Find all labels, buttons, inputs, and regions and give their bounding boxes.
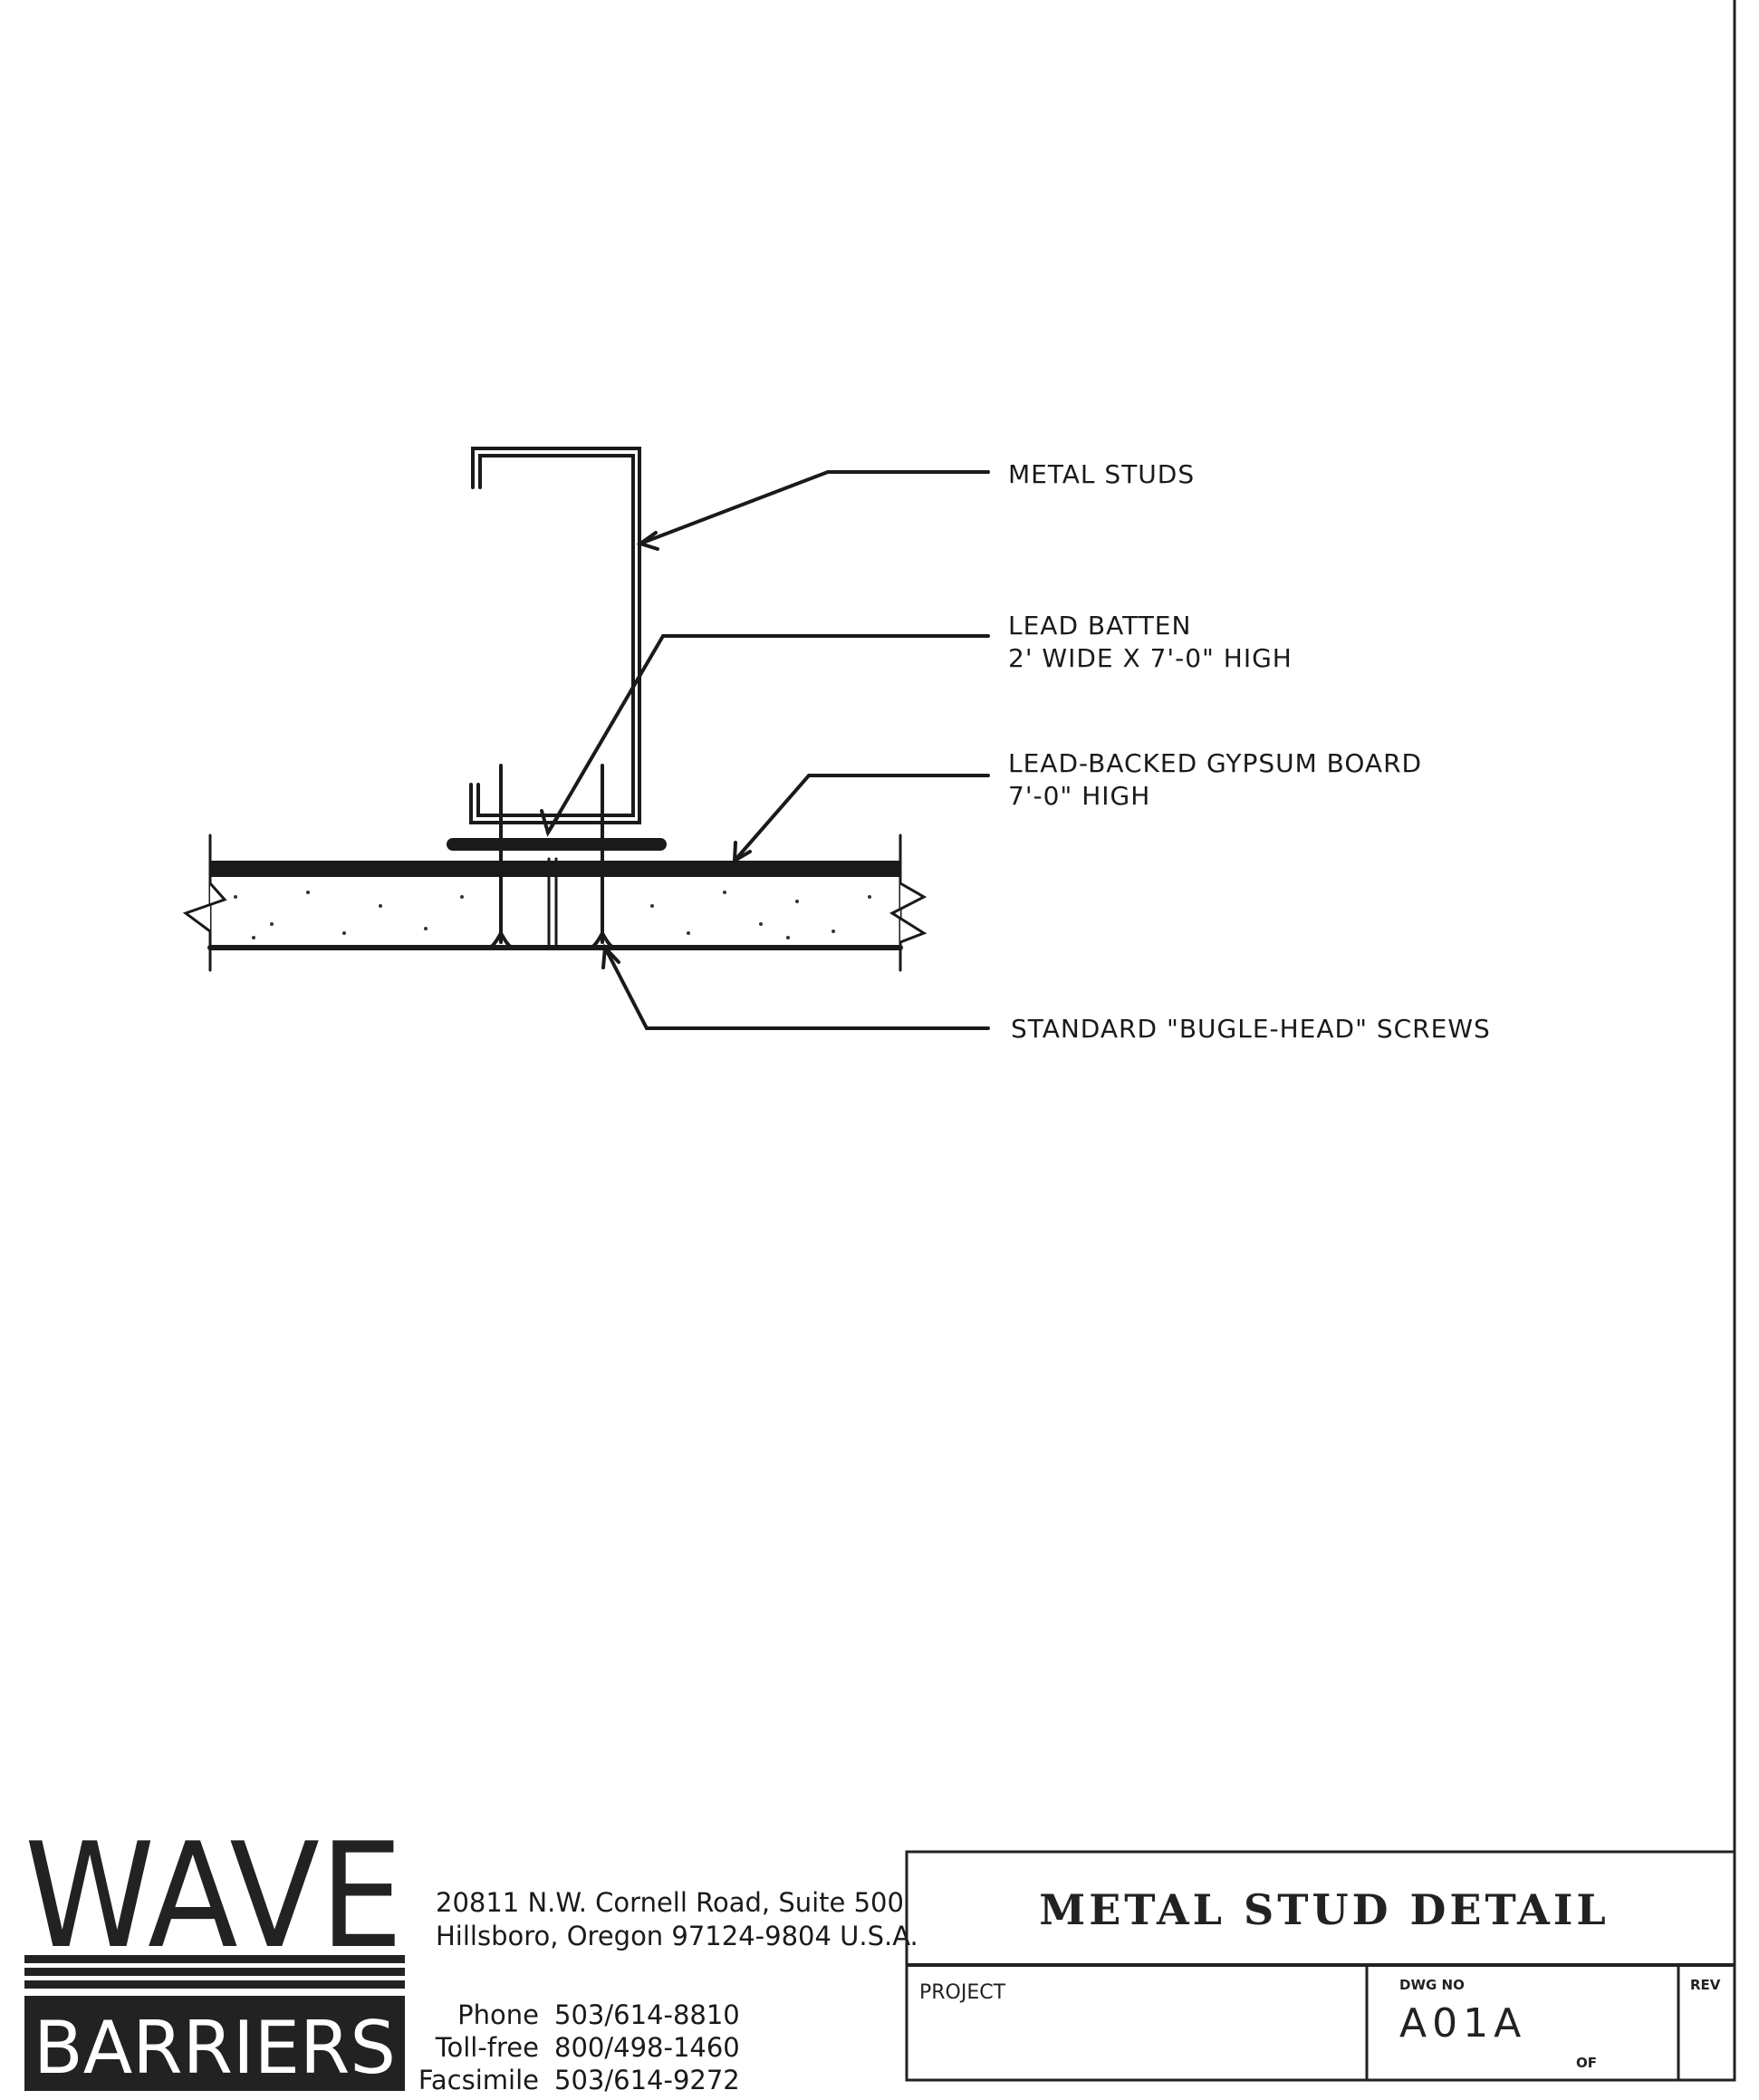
fax-number: 503/614-9272 — [554, 2065, 740, 2095]
logo-barriers-band — [24, 1996, 405, 2091]
callout-lead-batten-size: 2' WIDE X 7'-0" HIGH — [1008, 643, 1293, 673]
project-label: PROJECT — [919, 1981, 1006, 2004]
callout-lead-batten: LEAD BATTEN — [1008, 611, 1191, 641]
leader-metal-studs — [639, 470, 990, 545]
of-label: OF — [1576, 2055, 1597, 2071]
callout-screws: STANDARD "BUGLE-HEAD" SCREWS — [1011, 1014, 1491, 1044]
drawing-title: METAL STUD DETAIL — [1039, 1885, 1609, 1934]
dwg-no-label: DWG NO — [1399, 1977, 1465, 1993]
address-line-1: 20811 N.W. Cornell Road, Suite 500 — [436, 1887, 904, 1918]
address-line-2: Hillsboro, Oregon 97124-9804 U.S.A. — [436, 1921, 918, 1951]
fax-label: Facsimile — [418, 2065, 539, 2095]
title-block — [905, 1850, 1736, 2082]
metal-stud — [469, 447, 641, 824]
lead-batten — [447, 838, 667, 851]
rev-label: REV — [1690, 1977, 1721, 1993]
screw-right — [589, 764, 616, 949]
callout-gypsum-board: LEAD-BACKED GYPSUM BOARD — [1008, 748, 1422, 778]
logo-stripe — [24, 1980, 405, 1989]
tollfree-label: Toll-free — [435, 2032, 539, 2063]
screw-left — [487, 764, 514, 949]
logo-wave-text: WAVE — [24, 1811, 403, 1980]
callout-gypsum-height: 7'-0" HIGH — [1008, 781, 1150, 811]
tollfree-number: 800/498-1460 — [554, 2032, 740, 2063]
leader-gypsum — [733, 774, 990, 862]
logo-stripe — [24, 1955, 405, 1963]
metal-stud-detail-drawing — [182, 447, 990, 1030]
leader-screws — [603, 946, 990, 1030]
wave-barriers-logo: WAVE BARRIERS — [24, 1811, 405, 2091]
leader-lead-batten — [546, 634, 990, 834]
phone-label: Phone — [457, 1999, 539, 2030]
callout-metal-studs: METAL STUDS — [1008, 459, 1195, 489]
dwg-no-value: A01A — [1399, 2000, 1526, 2047]
logo-stripe — [24, 1968, 405, 1976]
phone-number: 503/614-8810 — [554, 1999, 740, 2030]
gypsum-stipple — [234, 891, 871, 939]
logo-barriers-text: BARRIERS — [34, 2006, 396, 2090]
